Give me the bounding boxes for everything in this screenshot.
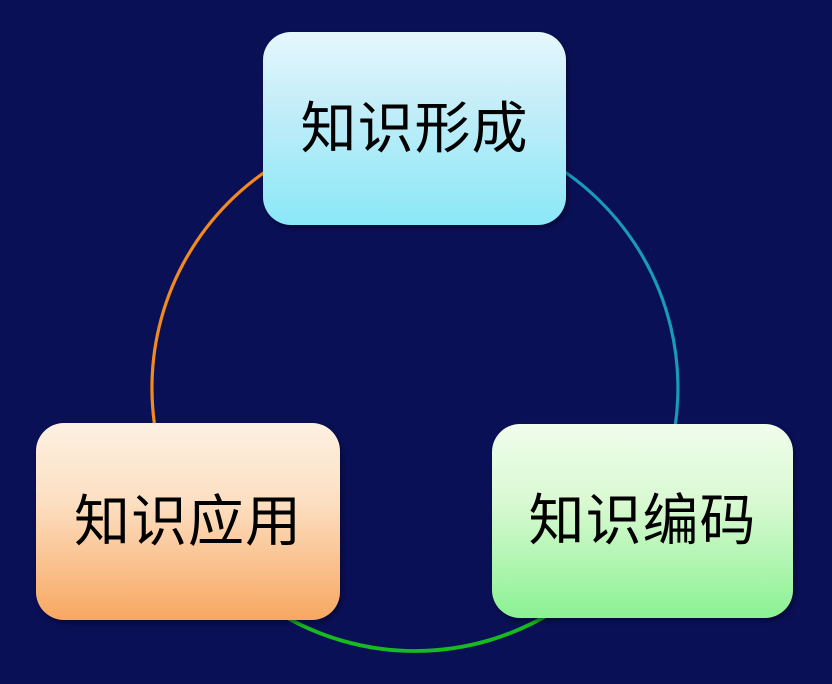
node-knowledge-application-label: 知识应用 [74, 489, 302, 553]
node-knowledge-formation-label: 知识形成 [300, 96, 529, 160]
node-knowledge-encoding: 知识编码 [492, 424, 793, 618]
node-knowledge-application: 知识应用 [36, 423, 340, 620]
node-knowledge-formation: 知识形成 [263, 32, 566, 225]
node-knowledge-encoding-label: 知识编码 [528, 489, 757, 552]
